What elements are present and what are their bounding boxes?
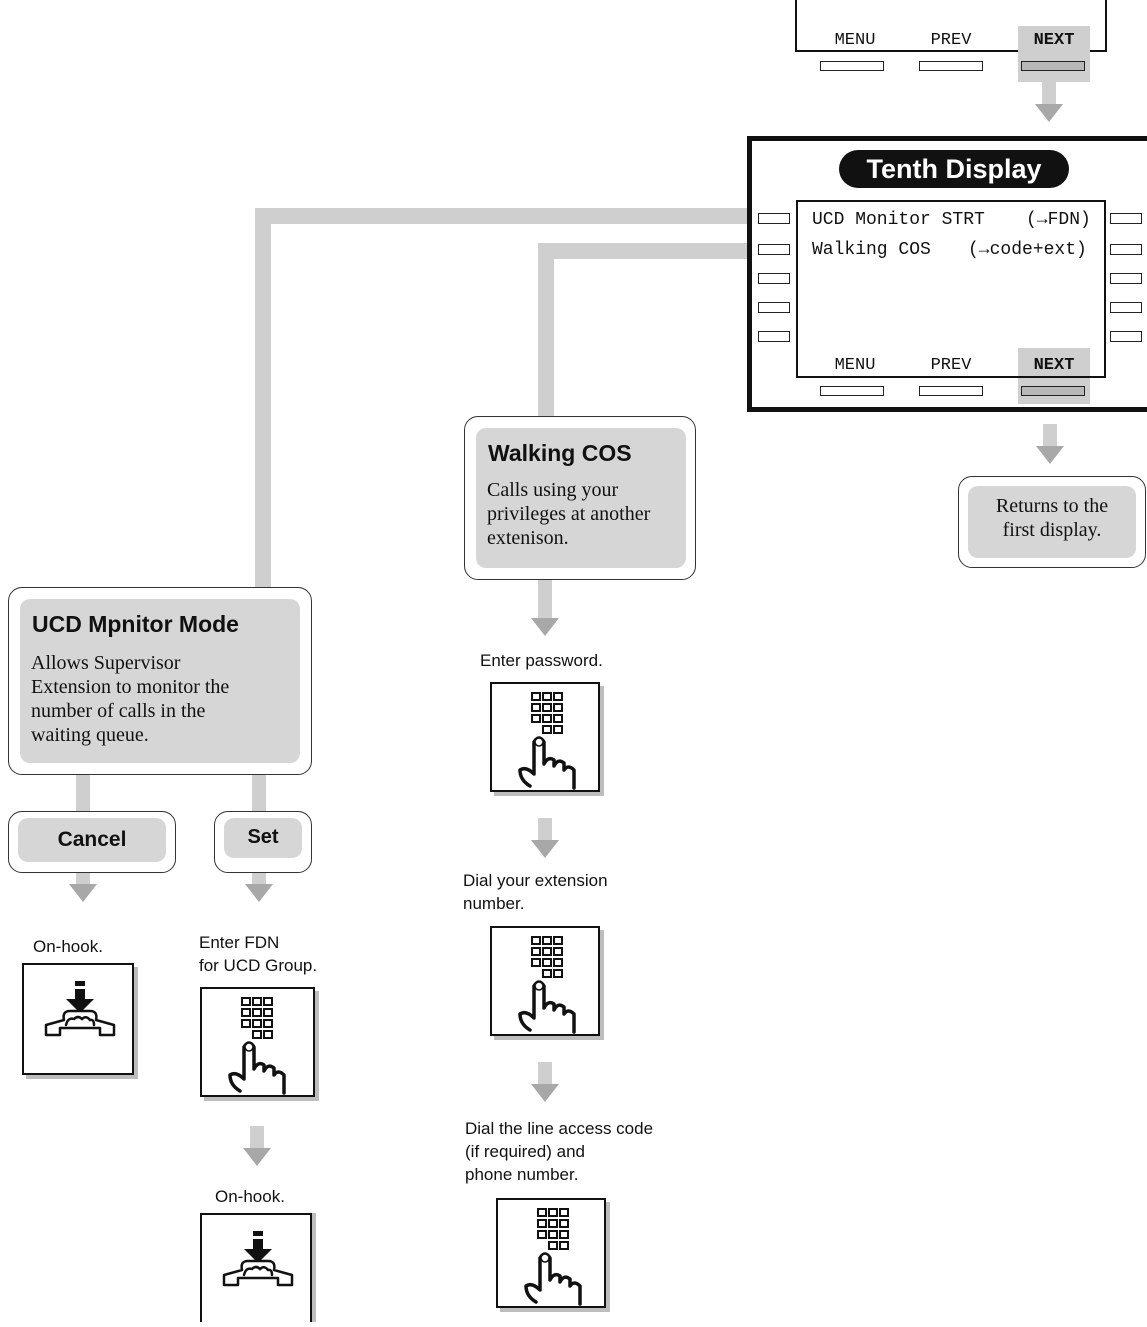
connector-bar — [538, 580, 552, 618]
flow-arrow — [69, 884, 97, 902]
ucd-monitor-title: UCD Mpnitor Mode — [32, 611, 239, 637]
display-line-2-label: Walking COS — [812, 240, 931, 260]
caption-line: Dial the line access code — [465, 1119, 654, 1138]
flow-arrow — [1035, 104, 1063, 122]
connector-bar — [255, 208, 795, 224]
caption-line: number. — [463, 894, 525, 913]
menu-softkey-label: MENU — [834, 356, 876, 375]
flow-arrow — [243, 1148, 271, 1166]
prev-softkey[interactable] — [919, 61, 983, 71]
caption-line: phone number. — [465, 1165, 579, 1184]
left-line-button-4[interactable] — [758, 302, 790, 313]
connector-bar — [76, 775, 90, 813]
caption-line: (if required) and — [465, 1142, 586, 1161]
caption-line: Enter FDN — [199, 933, 280, 952]
flow-arrow — [245, 884, 273, 902]
menu-softkey[interactable] — [820, 61, 884, 71]
connector-bar — [255, 208, 271, 590]
caption-line: Dial your extension — [463, 871, 608, 890]
cancel-label: Cancel — [57, 828, 127, 851]
connector-bar — [538, 1062, 552, 1084]
next-key-highlight — [1018, 26, 1090, 82]
returns-line-2: first display. — [1002, 519, 1102, 541]
connector-bar — [252, 870, 266, 884]
on-hook-caption: On-hook. — [33, 937, 103, 956]
enter-fdn-caption: Enter FDN for UCD Group. — [199, 931, 317, 977]
ucd-desc-line: Allows Supervisor — [31, 652, 181, 674]
right-line-button-3[interactable] — [1110, 273, 1142, 284]
next-softkey[interactable] — [1021, 386, 1085, 396]
caption-line: for UCD Group. — [199, 956, 318, 975]
right-line-button-5[interactable] — [1110, 331, 1142, 342]
display-line-1-action: (→FDN) — [1026, 210, 1091, 230]
connector-bar — [250, 1126, 264, 1148]
cancel-button[interactable] — [18, 818, 166, 862]
dial-keypad-icon — [200, 987, 315, 1097]
display-screen-bottom-edge — [796, 376, 1106, 378]
next-softkey-label: NEXT — [1033, 356, 1075, 375]
ucd-desc-line: number of calls in the — [31, 700, 206, 722]
menu-softkey[interactable] — [820, 386, 884, 396]
walking-cos-desc-line: Calls using your — [487, 479, 619, 501]
connector-bar — [1042, 82, 1056, 104]
walking-cos-desc-line: extenison. — [487, 527, 569, 549]
walking-cos-inner — [476, 428, 686, 568]
menu-softkey-label: MENU — [834, 31, 876, 50]
prev-softkey-label: PREV — [930, 356, 972, 375]
dial-keypad-icon — [490, 682, 600, 792]
flow-arrow — [531, 840, 559, 858]
flow-arrow — [531, 1084, 559, 1102]
flow-arrow — [531, 618, 559, 636]
set-button[interactable] — [224, 818, 302, 858]
on-hook-handset-icon — [200, 1213, 312, 1322]
enter-password-caption: Enter password. — [480, 651, 603, 670]
set-label: Set — [247, 826, 279, 848]
right-line-button-2[interactable] — [1110, 244, 1142, 255]
connector-bar — [538, 243, 554, 418]
connector-bar — [1043, 424, 1057, 446]
connector-bar — [538, 818, 552, 840]
right-line-button-4[interactable] — [1110, 302, 1142, 313]
right-line-button-1[interactable] — [1110, 213, 1142, 224]
walking-cos-title: Walking COS — [488, 440, 632, 466]
next-softkey-label: NEXT — [1033, 31, 1075, 50]
dial-keypad-icon — [490, 926, 600, 1036]
on-hook-caption: On-hook. — [215, 1187, 285, 1206]
walking-cos-description: Calls using your privileges at another e… — [487, 478, 650, 550]
returns-box-inner — [968, 486, 1136, 558]
dial-line-access-caption: Dial the line access code (if required) … — [465, 1117, 653, 1186]
display-line-1-label: UCD Monitor STRT — [812, 210, 985, 230]
prev-softkey[interactable] — [919, 386, 983, 396]
dial-keypad-icon — [496, 1198, 606, 1308]
returns-text: Returns to the first display. — [968, 494, 1136, 542]
left-line-button-5[interactable] — [758, 331, 790, 342]
left-line-button-1[interactable] — [758, 213, 790, 224]
walking-cos-desc-line: privileges at another — [487, 503, 651, 525]
connector-bar — [538, 243, 795, 259]
dial-extension-caption: Dial your extension number. — [463, 869, 608, 915]
returns-line-1: Returns to the — [995, 495, 1109, 517]
display-line-2-action: (→code+ext) — [968, 240, 1087, 260]
ucd-monitor-inner — [20, 599, 300, 763]
ucd-desc-line: waiting queue. — [31, 724, 149, 746]
next-softkey[interactable] — [1021, 61, 1085, 71]
tenth-display-title: Tenth Display — [839, 150, 1069, 188]
prev-softkey-label: PREV — [930, 31, 972, 50]
left-line-button-2[interactable] — [758, 244, 790, 255]
ucd-desc-line: Extension to monitor the — [31, 676, 230, 698]
on-hook-handset-icon — [22, 963, 134, 1075]
ucd-monitor-description: Allows Supervisor Extension to monitor t… — [31, 651, 229, 747]
flow-arrow — [1036, 446, 1064, 464]
connector-bar — [252, 775, 266, 813]
left-line-button-3[interactable] — [758, 273, 790, 284]
